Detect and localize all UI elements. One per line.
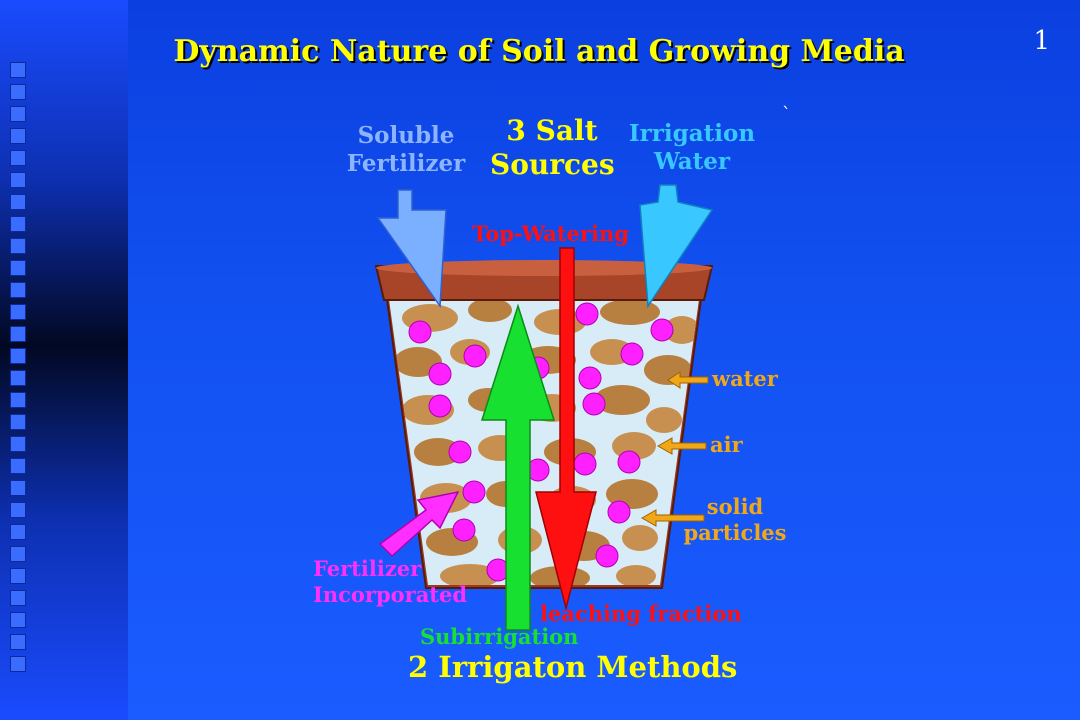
sidebar-band [0,0,128,720]
fertilizer-incorporated-arrow [378,490,460,558]
subirrigation-label: Subirrigation [420,624,579,649]
slide-title: Dynamic Nature of Soil and Growing Media [173,34,905,69]
irrigation-methods-label: 2 Irrigaton Methods [408,650,738,684]
top-watering-arrow [535,247,597,611]
page-number: 1 [1033,26,1050,56]
fertilizer-granules [408,302,674,582]
air-label: air [710,432,743,457]
top-watering-label: Top-Watering [472,221,629,246]
soluble-fertilizer-label: Soluble Fertilizer [346,122,466,178]
solid-particles-label: solid particles [683,494,787,545]
salt-sources-label: 3 Salt Sources [490,114,615,182]
water-label: water [712,366,778,391]
bullet-squares [10,62,28,672]
soil-pointer-arrows [640,371,709,527]
subirrigation-arrow [480,303,556,631]
fertilizer-incorporated-label: Fertilizer Incorporated [313,556,468,607]
soluble-fertilizer-arrow [376,189,447,309]
stray-mark: ` [782,104,791,125]
irrigation-water-arrow [639,184,714,309]
leaching-fraction-label: leaching fraction [540,601,742,626]
irrigation-water-label: Irrigation Water [628,120,756,176]
